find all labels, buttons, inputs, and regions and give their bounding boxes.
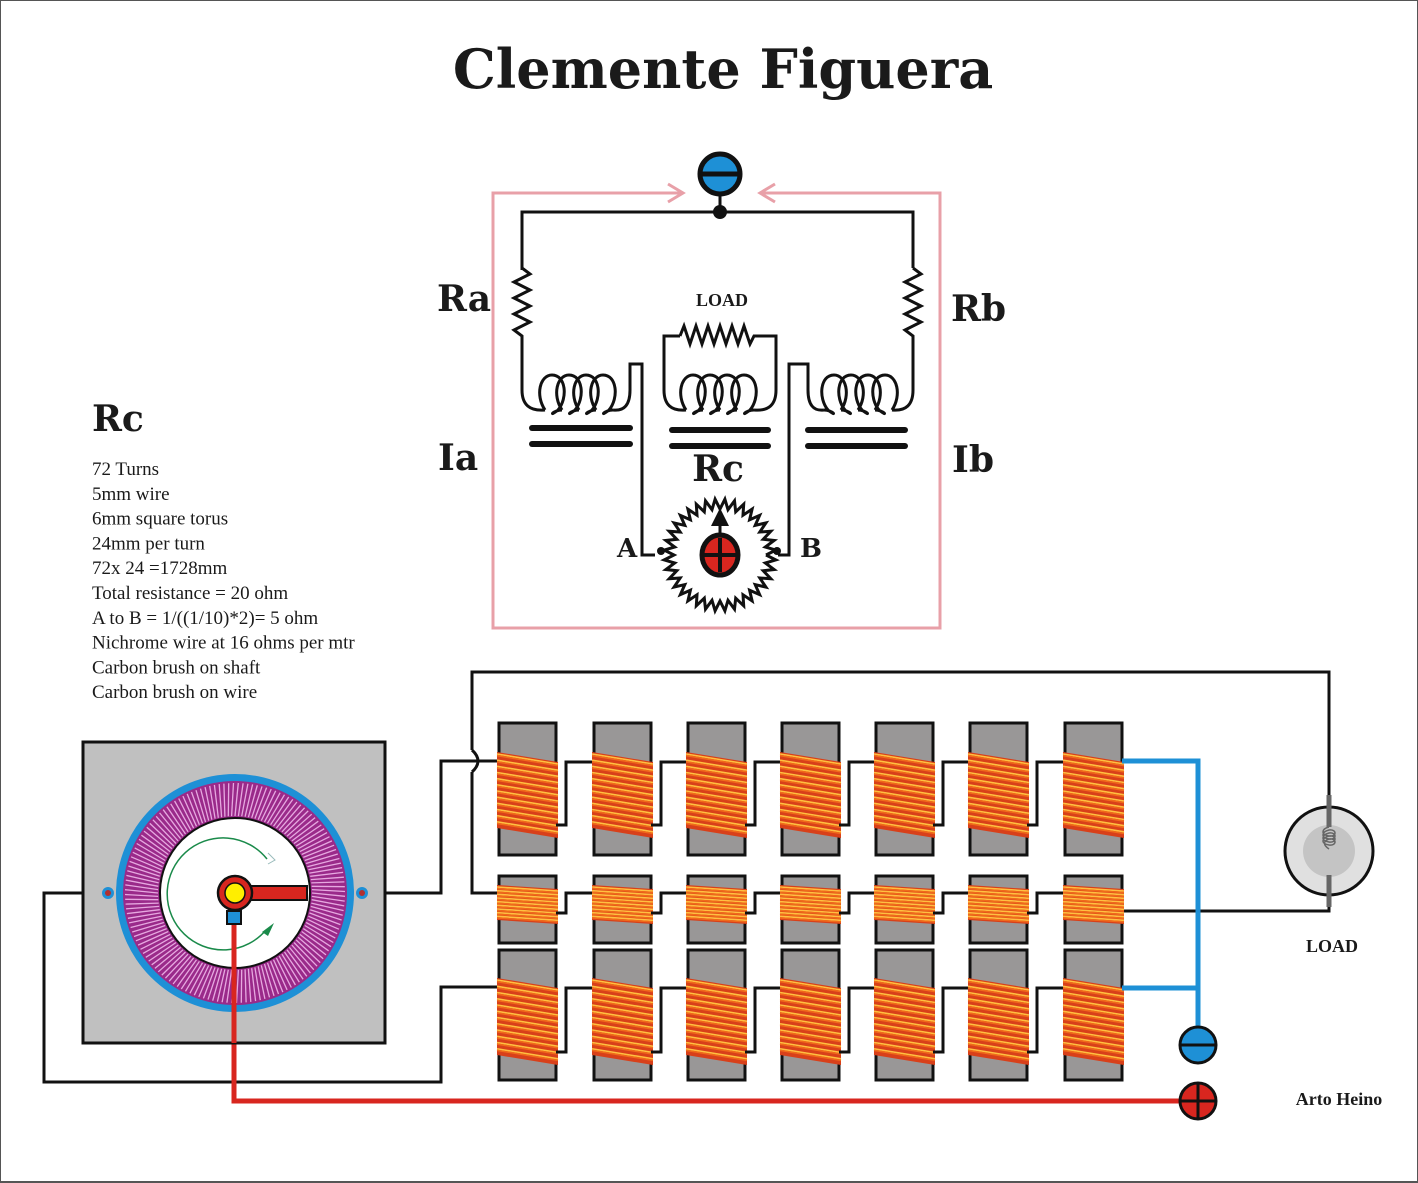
rc-notes: Rc 72 Turns 5mm wire 6mm square torus 24mm … bbox=[92, 398, 355, 703]
coil bbox=[780, 950, 841, 1080]
schematic: Ra Rb Ia Ib Rc LOAD A B bbox=[437, 154, 1006, 628]
coil bbox=[968, 723, 1029, 855]
terminal-b-dot bbox=[773, 547, 781, 555]
coil bbox=[1063, 723, 1124, 855]
positive-terminal-bottom[interactable] bbox=[1180, 1083, 1216, 1119]
top-rail bbox=[522, 190, 913, 270]
coil-array bbox=[497, 723, 1124, 1080]
terminal-a-dot bbox=[657, 547, 665, 555]
torus-terminal-left bbox=[105, 890, 111, 896]
rc-note-line: 5mm wire bbox=[92, 484, 170, 505]
coil bbox=[874, 950, 935, 1080]
rc-note-line: Carbon brush on shaft bbox=[92, 657, 261, 678]
rc-note-line: 6mm square torus bbox=[92, 509, 228, 530]
negative-terminal-bottom[interactable] bbox=[1180, 1027, 1216, 1063]
label-b: B bbox=[800, 534, 822, 564]
wiper-arrow-icon bbox=[711, 508, 729, 526]
negative-terminal-top[interactable] bbox=[700, 154, 740, 194]
rc-note-line: A to B = 1/((1/10)*2)= 5 ohm bbox=[92, 608, 318, 629]
label-rc-schematic: Rc bbox=[692, 448, 744, 490]
shaft-icon bbox=[225, 883, 245, 903]
rc-note-line: 72x 24 =1728mm bbox=[92, 558, 227, 579]
coil bbox=[592, 723, 653, 855]
coil bbox=[592, 876, 653, 943]
label-load-physical: LOAD bbox=[1306, 936, 1358, 956]
rc-note-line: 24mm per turn bbox=[92, 533, 205, 554]
coil-ia bbox=[522, 345, 655, 555]
coil bbox=[686, 876, 747, 943]
core-load bbox=[672, 430, 768, 446]
coil bbox=[780, 723, 841, 855]
coil bbox=[497, 950, 558, 1080]
coil bbox=[1063, 876, 1124, 943]
coil bbox=[686, 723, 747, 855]
physical-layout: LOAD bbox=[44, 672, 1373, 1119]
label-ib: Ib bbox=[952, 439, 994, 481]
coil bbox=[497, 723, 558, 855]
coil bbox=[968, 876, 1029, 943]
coil bbox=[497, 876, 558, 943]
coil bbox=[686, 950, 747, 1080]
label-ra: Ra bbox=[437, 278, 491, 320]
coil bbox=[968, 950, 1029, 1080]
core-ia bbox=[532, 428, 630, 444]
label-load-schematic: LOAD bbox=[696, 290, 748, 310]
resistor-load bbox=[680, 326, 776, 390]
coil bbox=[874, 876, 935, 943]
junction-dot bbox=[713, 205, 727, 219]
shaft-brush-block bbox=[227, 911, 241, 924]
resistor-ra bbox=[514, 268, 530, 345]
torus-terminal-right bbox=[359, 890, 365, 896]
coil-load bbox=[664, 326, 776, 414]
lamp-load bbox=[1285, 795, 1373, 907]
label-rb: Rb bbox=[951, 288, 1006, 330]
resistor-rb bbox=[905, 268, 921, 345]
positive-terminal-rotor[interactable] bbox=[702, 535, 738, 575]
rc-note-line: Carbon brush on wire bbox=[92, 682, 257, 703]
middle-secondary-row bbox=[497, 876, 1124, 943]
label-a: A bbox=[616, 534, 638, 564]
coil-ib bbox=[778, 345, 913, 555]
top-primary-row bbox=[497, 723, 1124, 855]
negative-bus bbox=[1122, 761, 1198, 1030]
coil bbox=[1063, 950, 1124, 1080]
rc-note-line: Nichrome wire at 16 ohms per mtr bbox=[92, 633, 355, 654]
brush-arm[interactable] bbox=[248, 886, 307, 900]
rc-notes-heading: Rc bbox=[92, 398, 144, 440]
coil bbox=[592, 950, 653, 1080]
rotary-resistor-rc bbox=[657, 499, 781, 611]
diagram-title: Clemente Figuera bbox=[453, 37, 993, 101]
coil bbox=[874, 723, 935, 855]
bottom-primary-row bbox=[497, 950, 1124, 1080]
label-ia: Ia bbox=[438, 437, 478, 479]
core-ib bbox=[808, 430, 905, 446]
rc-note-line: 72 Turns bbox=[92, 459, 159, 480]
torus-assembly bbox=[83, 742, 385, 1043]
rc-note-line: Total resistance = 20 ohm bbox=[92, 583, 288, 604]
author-credit: Arto Heino bbox=[1296, 1089, 1382, 1109]
coil bbox=[780, 876, 841, 943]
